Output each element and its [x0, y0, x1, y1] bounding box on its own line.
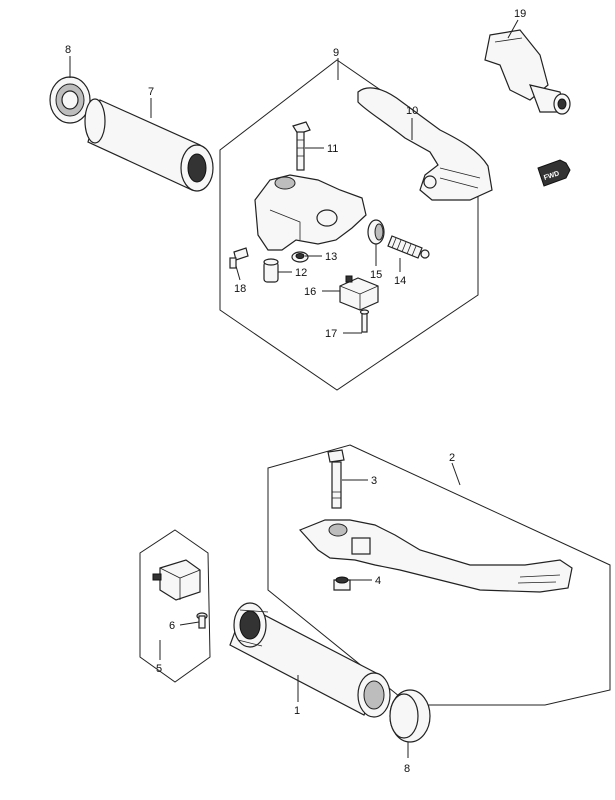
- bracket-screw: [229, 247, 249, 269]
- callout-8-top: 8: [65, 44, 71, 56]
- callout-1: 1: [294, 705, 300, 717]
- callout-9: 9: [333, 47, 339, 59]
- lever-bracket: [254, 174, 367, 251]
- brake-light-switch: [152, 559, 201, 601]
- callout-2: 2: [449, 452, 455, 464]
- clutch-lever-switch: [339, 275, 379, 311]
- callout-19: 19: [514, 8, 526, 20]
- callout-7: 7: [148, 86, 154, 98]
- callout-5: 5: [156, 663, 162, 675]
- callout-8-bottom: 8: [404, 763, 410, 775]
- pivot-bolt: [292, 121, 311, 171]
- switch-screw: [359, 309, 370, 333]
- callout-11: 11: [327, 143, 338, 155]
- grip-end-cap-top: [49, 76, 91, 124]
- callout-18: 18: [234, 283, 246, 295]
- callout-15: 15: [370, 269, 382, 281]
- throttle-grip: [229, 602, 391, 718]
- left-handlebar-grip: [84, 98, 214, 192]
- leader-lines: [69, 19, 519, 758]
- brake-nut: [333, 576, 351, 591]
- callout-16: 16: [304, 286, 316, 298]
- collar: [263, 258, 279, 283]
- switch-screw-small: [196, 612, 208, 629]
- brake-pivot-bolt: [327, 449, 345, 509]
- lever-nut: [291, 251, 309, 263]
- callout-10: 10: [406, 105, 418, 117]
- callout-labels: 1 2 3 4 5 6 7 8 8 9 10 11 12 13 14 15 16…: [65, 8, 526, 775]
- fwd-badge-text: FWD: [543, 170, 560, 182]
- callout-12: 12: [295, 267, 307, 279]
- bar-end-assembly: [484, 29, 571, 115]
- callout-14: 14: [394, 275, 406, 287]
- callout-13: 13: [325, 251, 337, 263]
- group-frame-switch: [139, 529, 211, 683]
- forward-direction-badge: FWD: [537, 159, 571, 187]
- grip-end-cap-bottom: [389, 689, 431, 743]
- brake-lever: [298, 519, 573, 593]
- callout-3: 3: [371, 475, 377, 487]
- callout-6: 6: [169, 620, 175, 632]
- adjuster-dial: [367, 219, 385, 245]
- group-frame-brake-lever: [267, 444, 611, 706]
- callout-4: 4: [375, 575, 381, 587]
- adjuster-spring: [387, 235, 430, 259]
- clutch-lever: [357, 87, 493, 201]
- callout-17: 17: [325, 328, 337, 340]
